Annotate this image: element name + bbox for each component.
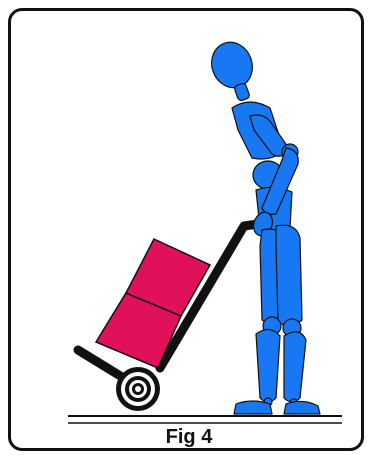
wheel-icon xyxy=(116,367,160,411)
stacked-boxes-icon xyxy=(96,239,210,368)
figure-caption: Fig 4 xyxy=(0,425,378,449)
mannequin-figure-icon xyxy=(205,37,320,414)
